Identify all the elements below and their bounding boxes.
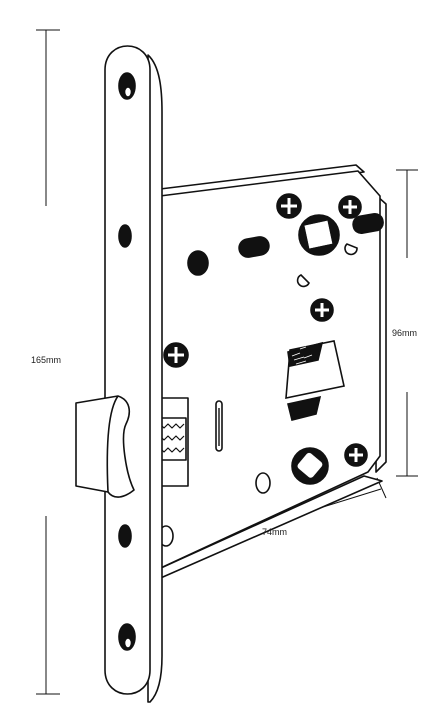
faceplate-screw-hole-bottom-inner bbox=[123, 637, 133, 649]
faceplate-side bbox=[147, 54, 163, 703]
faceplate bbox=[75, 45, 163, 703]
deadbolt-lower bbox=[287, 395, 322, 421]
latch-tongue-edge bbox=[106, 395, 119, 493]
case-hole-left bbox=[187, 250, 209, 276]
faceplate-screw-hole-top-inner bbox=[123, 86, 133, 98]
faceplate-height-label: 165mm bbox=[31, 355, 62, 365]
lock-case bbox=[151, 164, 387, 581]
faceplate-hole bbox=[118, 524, 132, 548]
screw-icon bbox=[276, 193, 302, 219]
screw-icon bbox=[344, 443, 368, 467]
pin-opening bbox=[255, 472, 271, 494]
faceplate-hole bbox=[118, 224, 132, 248]
latch-tongue bbox=[75, 395, 135, 498]
follower-square-hole bbox=[304, 220, 333, 249]
pin-opening bbox=[344, 243, 358, 256]
deadbolt-stripes bbox=[291, 346, 313, 365]
case-slot-upper-right bbox=[352, 212, 384, 235]
turn-hole bbox=[297, 452, 323, 478]
screw-icon bbox=[338, 195, 362, 219]
case-features bbox=[158, 193, 384, 547]
case-slot-middle bbox=[238, 236, 270, 258]
backset-label: 74mm bbox=[262, 527, 288, 537]
screw-icon bbox=[310, 298, 334, 322]
case-height-label: 96mm bbox=[392, 328, 418, 338]
screw-icon bbox=[163, 342, 189, 368]
case-main-face bbox=[151, 170, 381, 573]
faceplate-front bbox=[104, 45, 151, 695]
deadbolt-upper bbox=[287, 341, 324, 367]
pin-opening bbox=[296, 274, 310, 288]
